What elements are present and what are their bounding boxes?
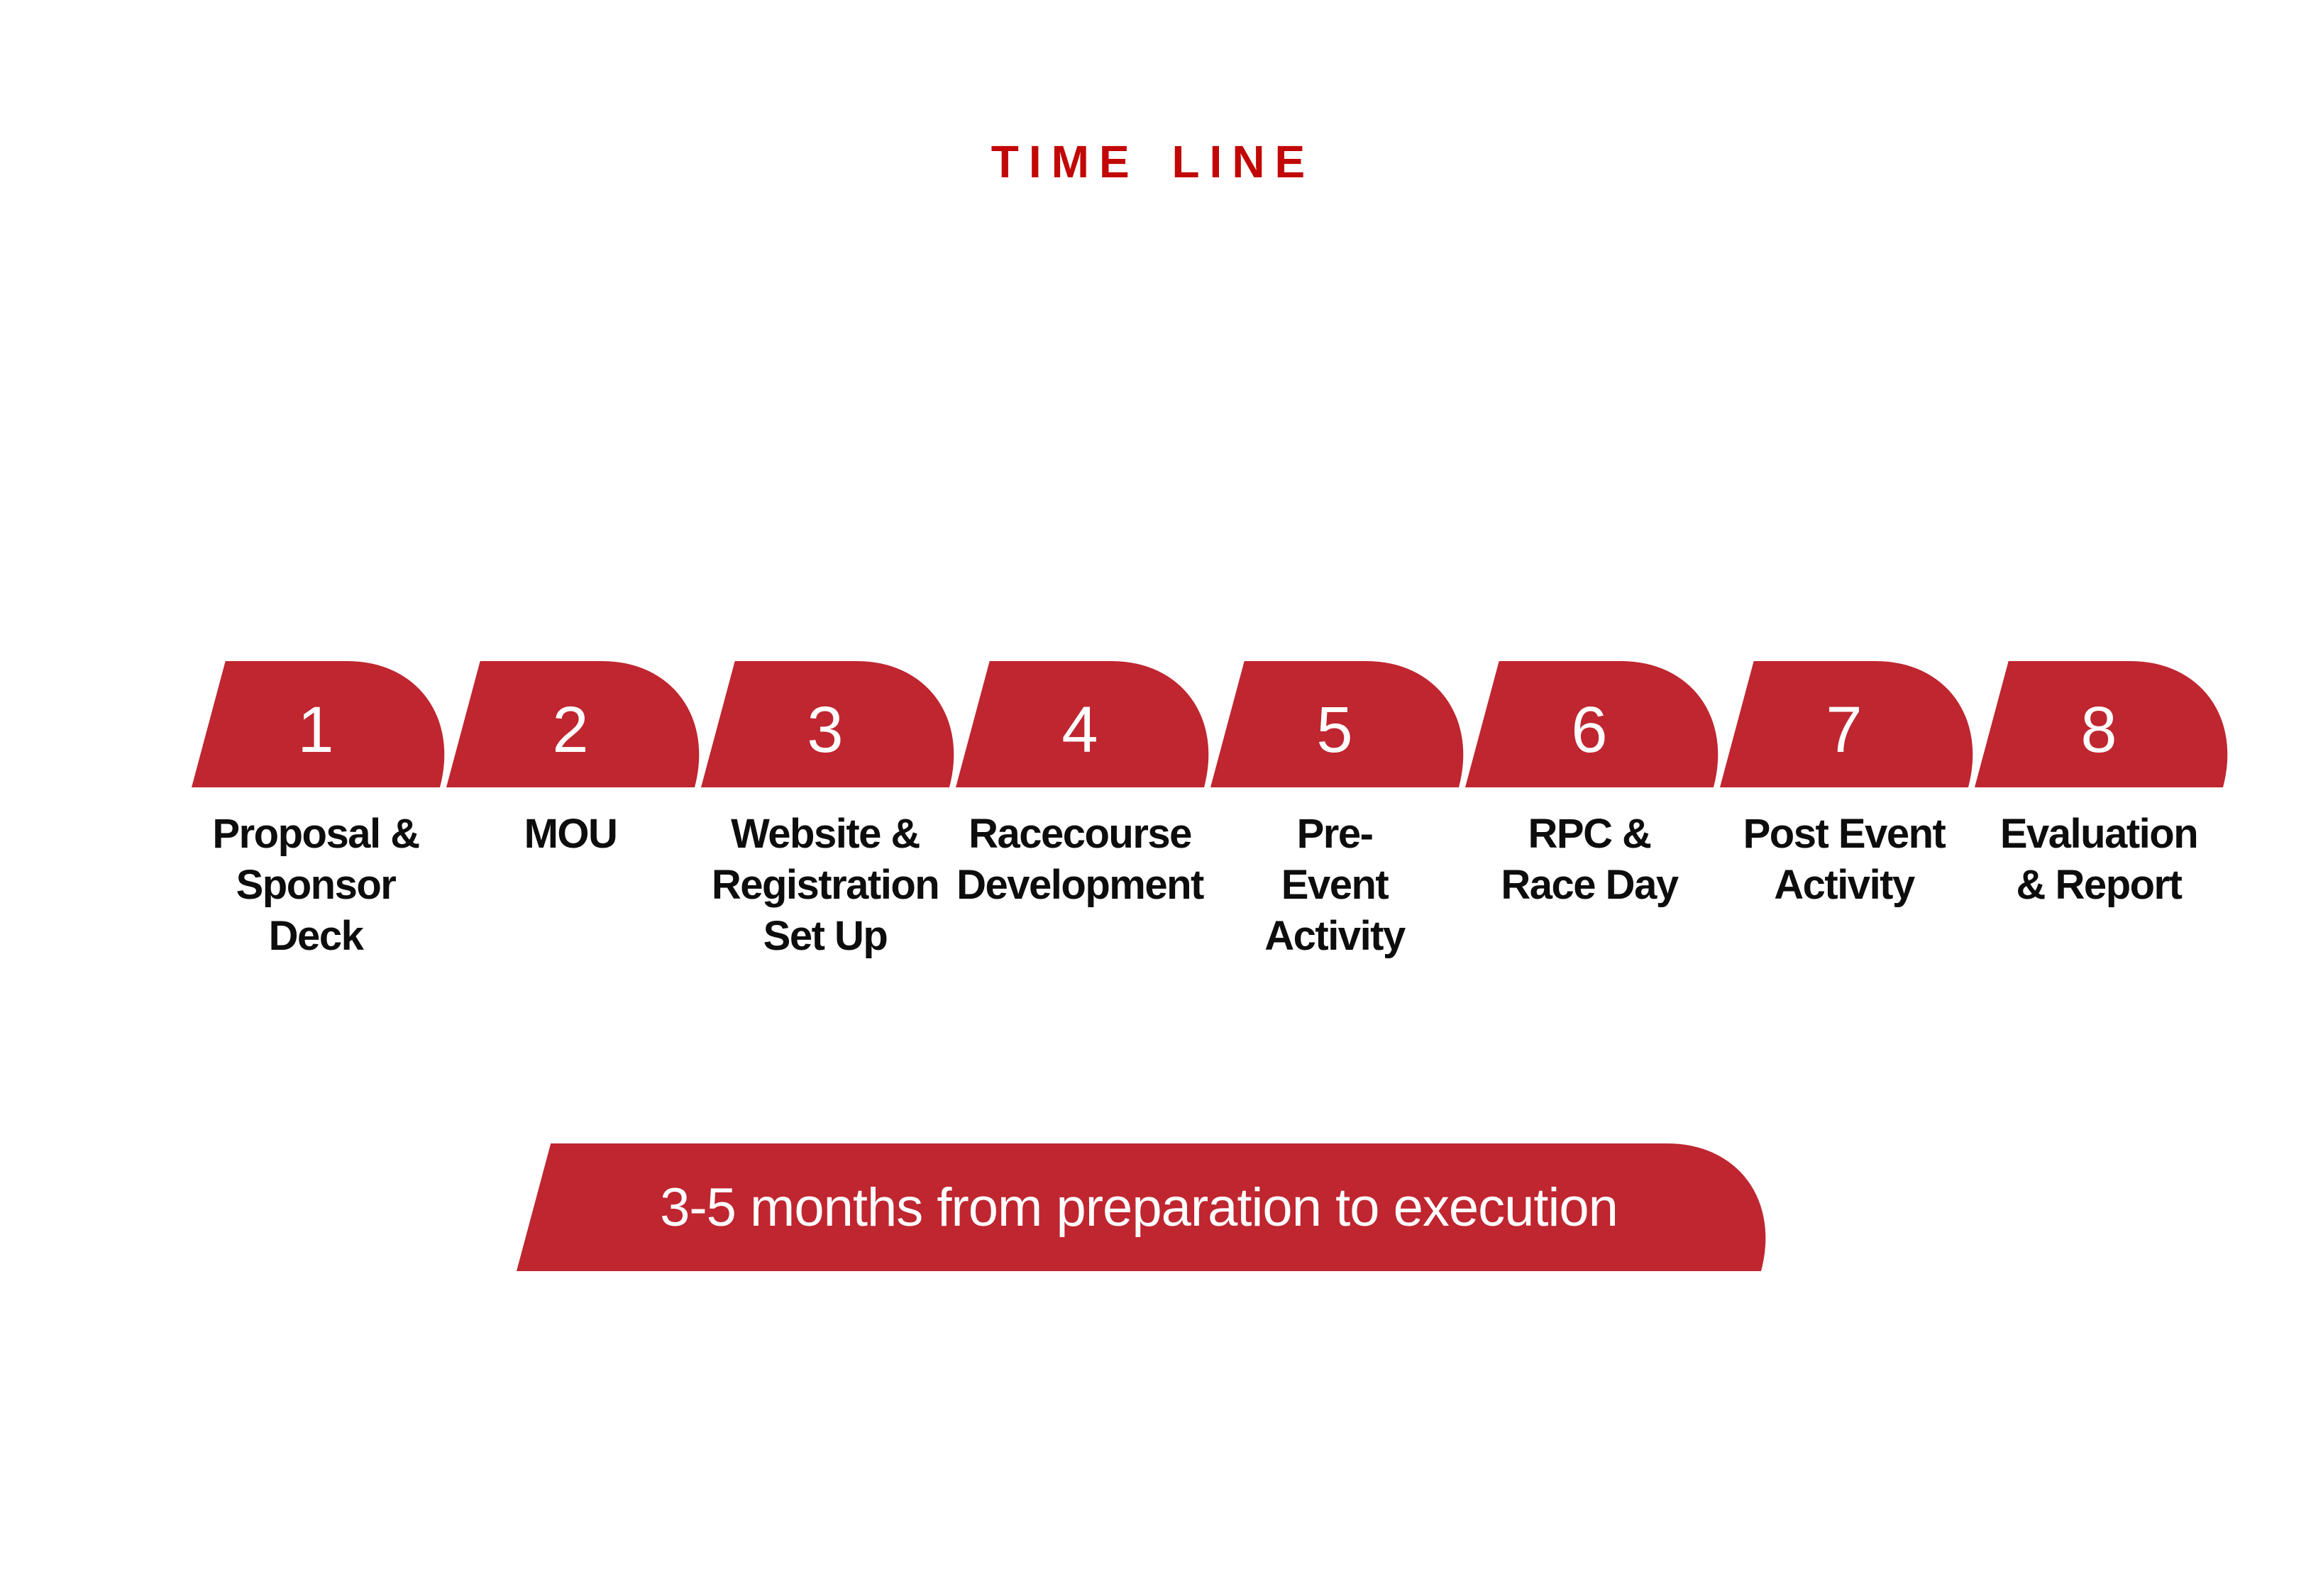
step-number-5: 5 [1316, 693, 1353, 766]
step-shape-7: 7 [1720, 661, 2002, 787]
step-shape-2: 2 [446, 661, 729, 787]
duration-banner: 3-5 months from preparation to execution [517, 1143, 1796, 1271]
timeline-labels-row: Proposal & Sponsor Deck MOU Website & Re… [192, 809, 2223, 962]
duration-banner-text: 3-5 months from preparation to execution [660, 1177, 1618, 1238]
step-shape-4: 4 [956, 661, 1238, 787]
step-shape-4-inner: 4 [956, 661, 1204, 787]
step-shape-5: 5 [1210, 661, 1493, 787]
step-label-4: Racecourse Development [956, 811, 1204, 908]
step-number-4: 4 [1061, 693, 1098, 766]
step-number-8: 8 [2080, 693, 2117, 766]
duration-banner-inner: 3-5 months from preparation to execution [517, 1143, 1761, 1271]
step-number-2: 2 [552, 693, 589, 766]
step-label-8: Evaluation & Report [1999, 811, 2199, 908]
step-shape-1: 1 [192, 661, 474, 787]
step-label-3: Website & Registration Set Up [711, 811, 940, 959]
step-shape-1-inner: 1 [192, 661, 440, 787]
step-label-5: Pre- Event Activity [1264, 811, 1406, 959]
step-number-6: 6 [1571, 693, 1608, 766]
step-number-7: 7 [1826, 693, 1863, 766]
step-shape-8-inner: 8 [1975, 661, 2223, 787]
page-title: TIME LINE [991, 136, 1315, 187]
step-shape-8: 8 [1975, 661, 2257, 787]
step-label-7: Post Event Activity [1743, 811, 1946, 908]
step-number-1: 1 [297, 693, 334, 766]
step-label-1: Proposal & Sponsor Deck [212, 811, 420, 959]
step-shape-6-inner: 6 [1465, 661, 1714, 787]
step-shape-3-inner: 3 [701, 661, 949, 787]
step-label-6: RPC & Race Day [1501, 811, 1679, 908]
timeline-steps-row: 1 2 3 4 5 6 [192, 661, 2257, 787]
step-shape-6: 6 [1465, 661, 1748, 787]
step-shape-2-inner: 2 [446, 661, 695, 787]
step-label-2: MOU [524, 811, 618, 857]
step-shape-5-inner: 5 [1210, 661, 1459, 787]
step-shape-7-inner: 7 [1720, 661, 1968, 787]
step-shape-3: 3 [701, 661, 983, 787]
step-number-3: 3 [807, 693, 844, 766]
